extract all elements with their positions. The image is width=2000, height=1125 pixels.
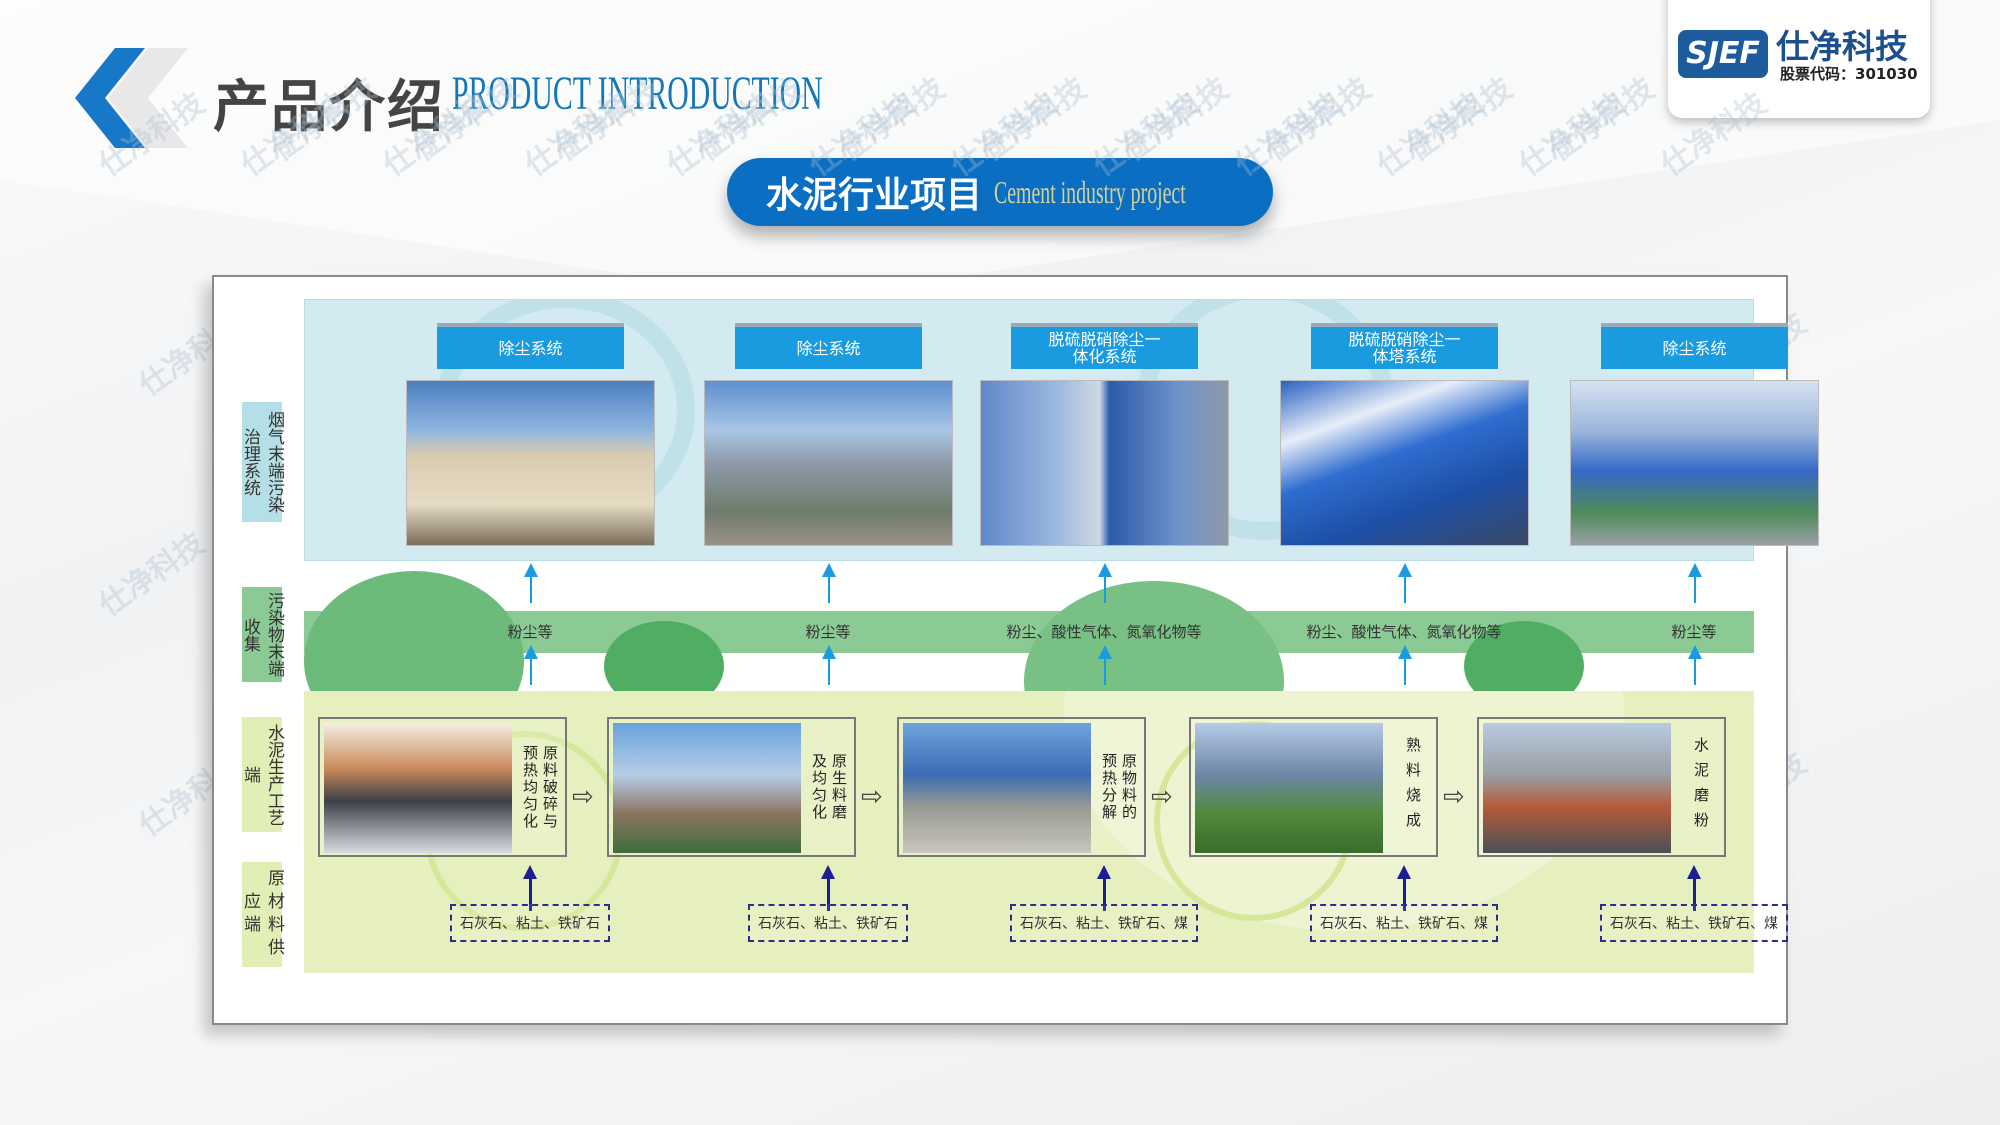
process-label-column: 及均匀化 bbox=[810, 753, 828, 821]
process-label-column: 熟料烧成 bbox=[1404, 737, 1422, 837]
system-header: 脱硫脱硝除尘一体化系统 bbox=[1011, 327, 1198, 369]
up-arrow-icon bbox=[1098, 563, 1112, 603]
section-title-english: Cement industry project bbox=[994, 173, 1186, 210]
up-arrow-icon bbox=[1398, 645, 1412, 685]
pollutant-label: 粉尘等 bbox=[805, 623, 851, 641]
supply-arrow-icon bbox=[1687, 865, 1701, 911]
up-arrow-icon bbox=[524, 645, 538, 685]
row-label-supply: 原材料供应端 bbox=[240, 862, 284, 967]
up-arrow-icon bbox=[524, 563, 538, 603]
system-header: 脱硫脱硝除尘一体塔系统 bbox=[1311, 327, 1498, 369]
flow-arrow-icon: ⇨ bbox=[861, 782, 883, 812]
process-label-column: 水泥磨粉 bbox=[1692, 737, 1710, 837]
up-arrow-icon bbox=[1398, 563, 1412, 603]
raw-materials-box: 石灰石、粘土、铁矿石、煤 bbox=[1600, 904, 1788, 942]
treatment-photo bbox=[704, 380, 953, 546]
diagram-frame: 烟气末端污染治理系统 污染物末端收集 水泥生产工艺端 原材料供应端 除尘系统粉尘… bbox=[212, 275, 1819, 1025]
treatment-photo bbox=[406, 380, 655, 546]
up-arrow-icon bbox=[1688, 645, 1702, 685]
page-title: 产品介绍 bbox=[213, 75, 445, 140]
process-label: 水泥磨粉 bbox=[1692, 719, 1710, 855]
row-label-treatment: 烟气末端污染治理系统 bbox=[240, 402, 284, 522]
process-step: 原生料磨及均匀化 bbox=[607, 717, 856, 857]
process-label-column: 原生料磨 bbox=[830, 753, 848, 821]
process-step: 原物料的预热分解 bbox=[897, 717, 1146, 857]
process-step: 熟料烧成 bbox=[1189, 717, 1438, 857]
process-photo bbox=[1483, 723, 1671, 853]
up-arrow-icon bbox=[822, 645, 836, 685]
system-header: 除尘系统 bbox=[437, 327, 624, 369]
raw-materials-box: 石灰石、粘土、铁矿石、煤 bbox=[1310, 904, 1498, 942]
up-arrow-icon bbox=[822, 563, 836, 603]
supply-arrow-icon bbox=[523, 865, 537, 911]
up-arrow-icon bbox=[1688, 563, 1702, 603]
process-label-column: 预热均匀化 bbox=[521, 744, 539, 830]
logo-mark: SJEF bbox=[1678, 30, 1768, 78]
row-label-process: 水泥生产工艺端 bbox=[240, 717, 284, 832]
process-photo bbox=[324, 723, 512, 853]
raw-materials-box: 石灰石、粘土、铁矿石 bbox=[748, 904, 908, 942]
pollutant-label: 粉尘、酸性气体、氮氧化物等 bbox=[1006, 623, 1202, 641]
treatment-photo bbox=[1570, 380, 1819, 546]
flow-arrow-icon: ⇨ bbox=[1443, 782, 1465, 812]
process-label: 熟料烧成 bbox=[1404, 719, 1422, 855]
system-header: 除尘系统 bbox=[1601, 327, 1788, 369]
process-label: 原生料磨及均匀化 bbox=[810, 719, 848, 855]
process-label-column: 预热分解 bbox=[1100, 753, 1118, 821]
treatment-photo bbox=[980, 380, 1229, 546]
supply-arrow-icon bbox=[1397, 865, 1411, 911]
section-title-pill: 水泥行业项目 Cement industry project bbox=[727, 158, 1273, 226]
up-arrow-icon bbox=[1098, 645, 1112, 685]
company-logo: SJEF 仕净科技 股票代码：301030 bbox=[1668, 0, 1930, 118]
treatment-photo bbox=[1280, 380, 1529, 546]
supply-arrow-icon bbox=[1097, 865, 1111, 911]
process-photo bbox=[903, 723, 1091, 853]
process-step: 原料破碎与预热均匀化 bbox=[318, 717, 567, 857]
page-title-english: PRODUCT INTRODUCTION bbox=[452, 67, 823, 120]
stock-code: 股票代码：301030 bbox=[1780, 65, 1918, 83]
pollutant-label: 粉尘、酸性气体、氮氧化物等 bbox=[1306, 623, 1502, 641]
back-chevron-icon bbox=[75, 48, 188, 148]
row-label-collection: 污染物末端收集 bbox=[240, 587, 284, 682]
raw-materials-box: 石灰石、粘土、铁矿石、煤 bbox=[1010, 904, 1198, 942]
process-photo bbox=[1195, 723, 1383, 853]
flow-arrow-icon: ⇨ bbox=[1151, 782, 1173, 812]
system-header: 除尘系统 bbox=[735, 327, 922, 369]
logo-name: 仕净科技 bbox=[1776, 27, 1908, 66]
process-photo bbox=[613, 723, 801, 853]
process-step: 水泥磨粉 bbox=[1477, 717, 1726, 857]
process-label-column: 原物料的 bbox=[1120, 753, 1138, 821]
flow-arrow-icon: ⇨ bbox=[572, 782, 594, 812]
section-title: 水泥行业项目 bbox=[765, 175, 982, 216]
pollutant-label: 粉尘等 bbox=[507, 623, 553, 641]
process-label: 原物料的预热分解 bbox=[1100, 719, 1138, 855]
process-label: 原料破碎与预热均匀化 bbox=[521, 719, 559, 855]
watermark: 仕净科技 bbox=[92, 526, 212, 624]
process-label-column: 原料破碎与 bbox=[541, 744, 559, 830]
supply-arrow-icon bbox=[821, 865, 835, 911]
pollutant-label: 粉尘等 bbox=[1671, 623, 1717, 641]
raw-materials-box: 石灰石、粘土、铁矿石 bbox=[450, 904, 610, 942]
